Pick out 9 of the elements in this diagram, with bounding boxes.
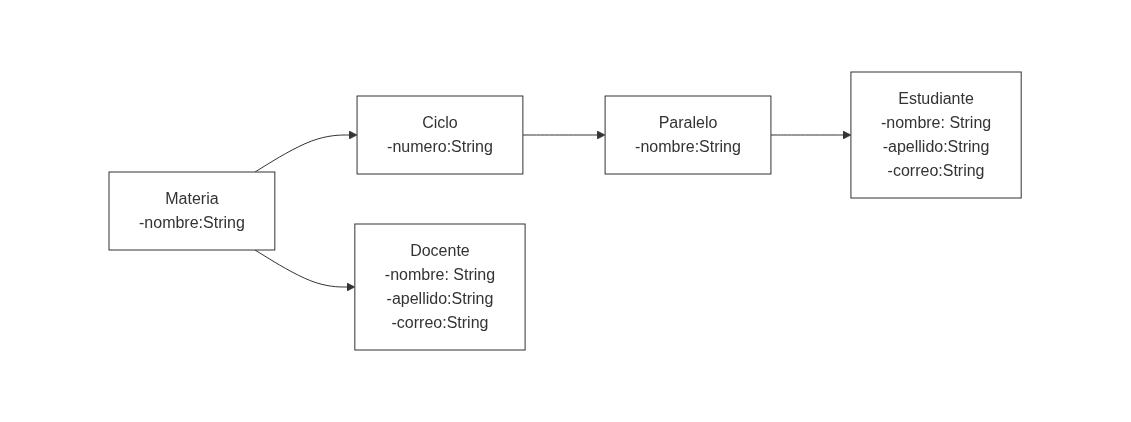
node-box: Paralelo -nombre:String [605, 95, 772, 175]
arrow [254, 130, 358, 173]
node-box: Docente -nombre: String -apellido:String -correo:String [354, 223, 526, 351]
node-box: Estudiante -nombre: String -apellido:String -correo:String [850, 71, 1023, 199]
arrow [254, 249, 356, 292]
arrow [522, 130, 606, 140]
node-box: Ciclo -numero:String [356, 95, 524, 175]
arrow [770, 130, 852, 140]
node-box: Materia -nombre:String [108, 171, 276, 251]
